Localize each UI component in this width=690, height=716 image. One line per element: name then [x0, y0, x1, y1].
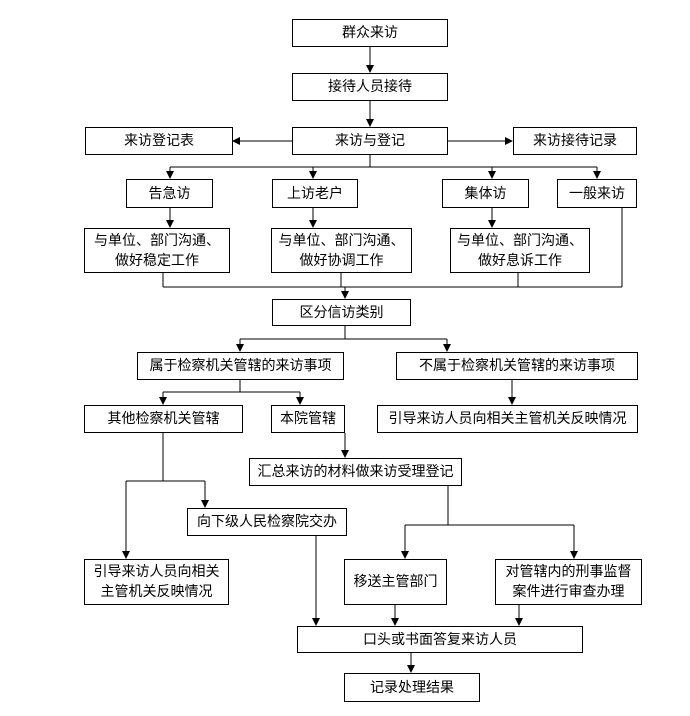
box-comm-stable: 与单位、部门沟通、 做好稳定工作 [84, 228, 230, 273]
box-transfer-lower: 向下级人民检察院交办 [187, 508, 347, 536]
box-urgent: 告急访 [126, 179, 213, 208]
box-general: 一般来访 [557, 179, 637, 208]
box-classify: 区分信访类别 [272, 299, 411, 326]
box-veteran: 上访老户 [272, 179, 358, 208]
box-summarize: 汇总来访的材料做来访受理登记 [249, 458, 462, 486]
box-transfer-dept: 移送主管部门 [344, 559, 447, 605]
box-register: 来访与登记 [292, 127, 448, 155]
box-collective: 集体访 [442, 179, 529, 208]
box-reception: 接待人员接待 [292, 73, 448, 101]
box-guide-top: 引导来访人员向相关主管机关反映情况 [377, 405, 638, 433]
box-reply: 口头或书面答复来访人员 [297, 626, 583, 653]
box-in-scope: 属于检察机关管辖的来访事项 [137, 352, 344, 380]
box-reception-record: 来访接待记录 [513, 127, 637, 155]
box-record: 记录处理结果 [344, 673, 480, 702]
box-review: 对管辖内的刑事监督 案件进行审查办理 [495, 559, 642, 605]
box-this-court: 本院管辖 [271, 405, 345, 433]
box-comm-calm: 与单位、部门沟通、 做好息诉工作 [450, 228, 590, 273]
box-visit: 群众来访 [292, 19, 448, 47]
box-register-form: 来访登记表 [85, 127, 233, 155]
box-comm-coord: 与单位、部门沟通、 做好协调工作 [271, 228, 412, 273]
box-other-proc: 其他检察机关管辖 [84, 405, 243, 433]
box-guide-left: 引导来访人员向相关 主管机关反映情况 [84, 559, 229, 605]
box-out-scope: 不属于检察机关管辖的来访事项 [396, 352, 638, 380]
